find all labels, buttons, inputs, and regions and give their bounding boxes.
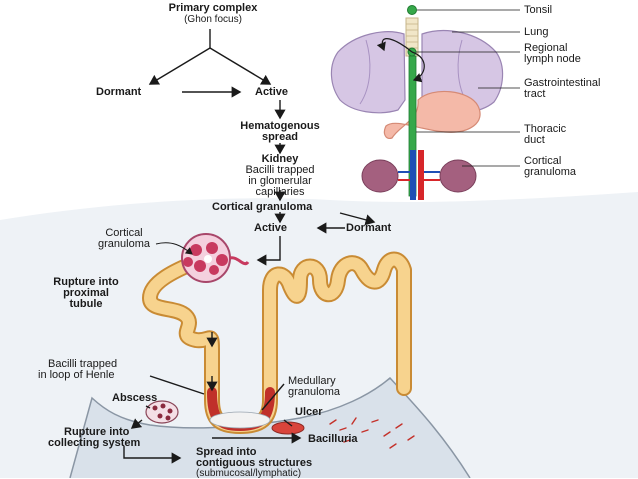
bottom-arrows bbox=[123, 375, 302, 464]
hematogenous-spread-label-2: spread bbox=[261, 131, 299, 143]
bacilli-trapped-glomerular-1: Bacilli trapped bbox=[245, 164, 315, 176]
spread-curve bbox=[376, 38, 413, 53]
dormant-label-top: Dormant bbox=[96, 86, 142, 98]
bacilli-dashes bbox=[329, 417, 415, 449]
bacilli-loop-henle-label-2: in loop of Henle bbox=[38, 369, 115, 381]
hematogenous-spread-label-1: Hematogenous bbox=[240, 120, 320, 132]
rupture-proximal-label-1: Rupture into bbox=[53, 276, 119, 288]
spread-contiguous-label-1: Spread into bbox=[196, 446, 257, 458]
regional-lymph-node-label-1: Regional bbox=[524, 42, 568, 54]
bacilli-trapped-glomerular-3: capillaries bbox=[255, 186, 305, 198]
gastrointestinal-label-2: tract bbox=[524, 88, 546, 100]
cortical-granuloma-label-left-2: granuloma bbox=[98, 238, 150, 250]
medullary-granuloma-label-2: granuloma bbox=[288, 386, 340, 398]
lung-label: Lung bbox=[524, 26, 549, 38]
thoracic-duct-label-2: duct bbox=[524, 134, 545, 146]
rupture-collecting-label-1: Rupture into bbox=[64, 426, 130, 438]
rupture-proximal-label-2: proximal bbox=[63, 287, 109, 299]
rupture-collecting-label-2: collecting system bbox=[48, 437, 141, 449]
cortical-granuloma-label-left-1: Cortical bbox=[105, 227, 143, 239]
ulcer bbox=[271, 421, 305, 435]
kidney-label: Kidney bbox=[261, 153, 299, 165]
abscess bbox=[145, 400, 179, 424]
medullary-granuloma-region bbox=[209, 411, 271, 429]
glomerulus bbox=[181, 233, 250, 283]
gastrointestinal-label-1: Gastrointestinal bbox=[524, 77, 601, 89]
cortical-granuloma-pointer bbox=[155, 242, 193, 255]
flow-arrows bbox=[148, 29, 376, 266]
cortical-granuloma-label-right-2: granuloma bbox=[524, 166, 576, 178]
regional-lymph-node-label-2: lymph node bbox=[524, 53, 581, 65]
dormant-label-middle: Dormant bbox=[346, 222, 392, 234]
thoracic-duct-label-1: Thoracic bbox=[524, 123, 567, 135]
active-label-middle: Active bbox=[254, 222, 288, 234]
medulla-tissue bbox=[70, 378, 470, 478]
medullary-granuloma-label-1: Medullary bbox=[288, 375, 336, 387]
tonsil-marker bbox=[407, 5, 417, 15]
spread-contiguous-label-3: (submucosal/lymphatic) bbox=[196, 468, 302, 479]
trachea bbox=[405, 17, 419, 57]
cortical-granuloma-label-right-1: Cortical bbox=[524, 155, 562, 167]
leader-lines bbox=[416, 9, 520, 167]
ghon-focus-label: (Ghon focus) bbox=[184, 14, 242, 25]
ulcer-label: Ulcer bbox=[295, 406, 323, 418]
primary-complex-label: Primary complex bbox=[168, 2, 258, 14]
spread-curve-2 bbox=[411, 51, 425, 83]
bacilluria-label: Bacilluria bbox=[308, 433, 358, 445]
rupture-proximal-label-3: tubule bbox=[69, 298, 103, 310]
cortical-granuloma-flow-label: Cortical granuloma bbox=[212, 201, 313, 213]
bacilli-trapped-glomerular-2: in glomerular bbox=[248, 175, 312, 187]
bacilli-loop-henle-label-1: Bacilli trapped bbox=[48, 358, 118, 370]
active-label-top: Active bbox=[255, 86, 289, 98]
spread-contiguous-label-2: contiguous structures bbox=[196, 457, 313, 469]
abscess-label: Abscess bbox=[112, 392, 158, 404]
kidneys-illustration bbox=[361, 150, 477, 200]
tonsil-label: Tonsil bbox=[524, 4, 553, 16]
